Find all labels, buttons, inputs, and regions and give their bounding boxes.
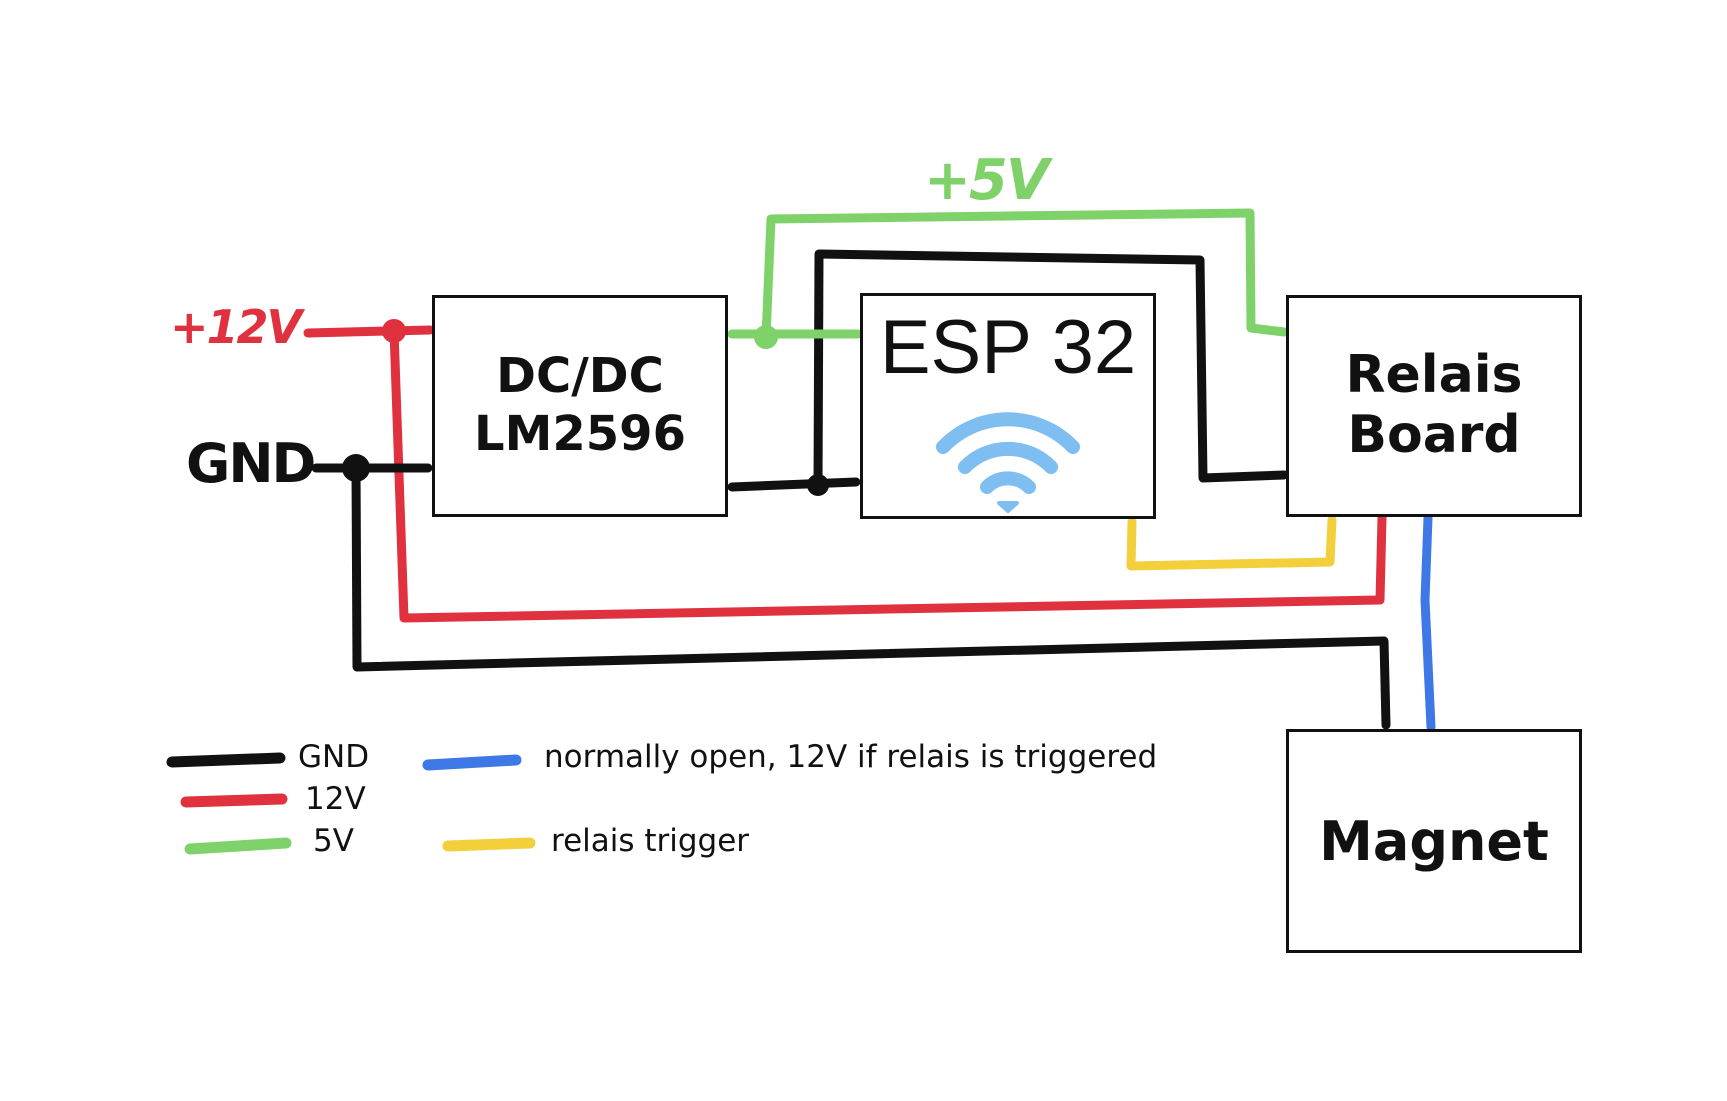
magnet-label: Magnet bbox=[1319, 809, 1549, 873]
legend-12v-text: 12V bbox=[305, 781, 366, 817]
legend-swatch-5v bbox=[184, 837, 292, 855]
plus-12v-label: +12V bbox=[170, 300, 302, 354]
relais-label: Relais bbox=[1345, 345, 1523, 406]
relais-board-box: Relais Board bbox=[1286, 295, 1582, 517]
gnd-label: GND bbox=[186, 432, 316, 495]
legend-swatch-relais-trigger bbox=[442, 837, 536, 852]
wire-relais-trigger bbox=[1126, 515, 1337, 571]
junction-12v bbox=[382, 319, 406, 343]
legend-normally-open-text: normally open, 12V if relais is triggere… bbox=[544, 739, 1158, 775]
legend-swatch-normally-open bbox=[422, 754, 522, 771]
junction-gnd-esp bbox=[807, 474, 829, 496]
dcdc-label: DC/DC bbox=[496, 348, 664, 405]
dcdc-model-label: LM2596 bbox=[474, 406, 686, 462]
legend-gnd-text: GND bbox=[298, 739, 370, 775]
wire-gnd-dcdc-esp bbox=[727, 477, 861, 492]
dcdc-converter-box: DC/DC LM2596 bbox=[432, 295, 728, 517]
magnet-box: Magnet bbox=[1286, 729, 1582, 953]
legend-5v-text: 5V bbox=[313, 823, 354, 859]
wire-12v-input bbox=[303, 325, 435, 338]
board-label: Board bbox=[1347, 405, 1521, 465]
wire-normally-open bbox=[1420, 513, 1436, 732]
wire-5v-esp-relais bbox=[761, 208, 1289, 342]
wire-12v-to-relais bbox=[389, 326, 1387, 623]
junction-gnd bbox=[342, 454, 370, 482]
legend-swatch-12v bbox=[180, 793, 288, 808]
wire-gnd-to-magnet bbox=[351, 463, 1391, 730]
legend-swatch-gnd bbox=[166, 752, 286, 768]
plus-5v-label: +5V bbox=[924, 148, 1049, 213]
esp32-label: ESP 32 bbox=[879, 305, 1137, 390]
esp32-box: ESP 32 bbox=[860, 293, 1156, 519]
wifi-icon bbox=[936, 412, 1080, 513]
legend-relais-trigger-text: relais trigger bbox=[551, 823, 750, 859]
junction-5v bbox=[754, 325, 778, 349]
